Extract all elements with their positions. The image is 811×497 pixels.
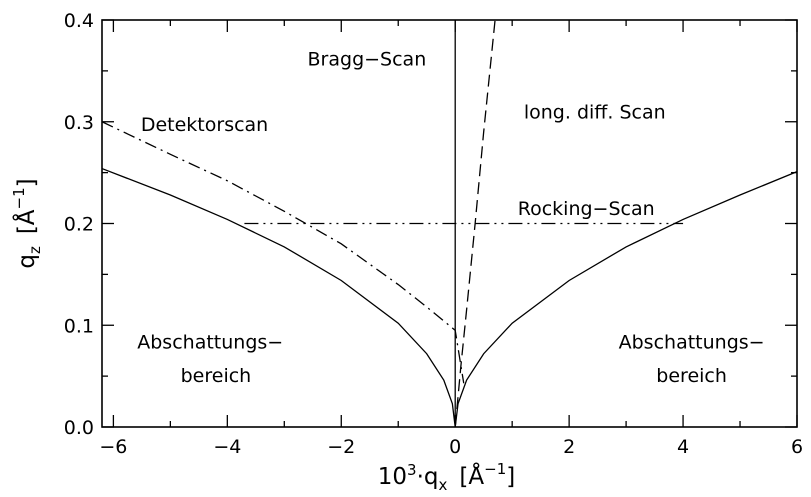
y-tick-label: 0.0 [64, 417, 94, 439]
x-tick-label: 4 [677, 436, 689, 458]
annotation-label: Abschattungs− [619, 332, 765, 354]
annotation-label: Abschattungs− [137, 332, 283, 354]
x-tick-label: 2 [563, 436, 575, 458]
y-tick-label: 0.2 [64, 214, 94, 236]
x-axis-title-var: ·q [417, 464, 439, 490]
y-axis-title-var: q [14, 254, 40, 269]
x-axis-title-power: 3 [407, 461, 417, 479]
curves-layer [101, 19, 798, 428]
x-axis-title: 103·qx [Å−1] [378, 460, 515, 494]
y-axis-title-unit-open: [Å [12, 209, 40, 234]
x-tick-label: −4 [213, 436, 241, 458]
y-axis-title-unit-power: −1 [10, 187, 28, 209]
x-tick-label: −6 [99, 436, 127, 458]
plot-frame [101, 19, 798, 428]
x-tick-label: 0 [449, 436, 461, 458]
annotation-label: Bragg−Scan [308, 49, 427, 71]
x-axis-title-unit-close: ] [506, 464, 515, 490]
annotation-label: Detektorscan [141, 114, 268, 136]
series-line-4-dash [454, 19, 496, 428]
y-tick-label: 0.3 [64, 112, 94, 134]
y-tick-label: 0.1 [64, 315, 94, 337]
x-tick-label: 6 [791, 436, 803, 458]
y-axis-title: qz [Å−1] [10, 178, 44, 268]
x-axis-title-base: 10 [378, 464, 407, 490]
annotation-label: Rocking−Scan [518, 198, 655, 220]
series-line-2-solid [454, 171, 798, 428]
series-line-1-solid [101, 167, 456, 428]
annotation-label: long. diff. Scan [524, 102, 666, 124]
x-axis-title-unit-open: [Å [459, 462, 484, 490]
series-line-5-dashdot [101, 121, 465, 384]
y-tick-label: 0.4 [64, 10, 94, 32]
x-axis-title-unit-power: −1 [484, 460, 506, 478]
x-tick-label: −2 [327, 436, 355, 458]
annotation-label: bereich [656, 365, 727, 387]
annotation-label: bereich [181, 365, 252, 387]
y-axis-title-unit-close: ] [14, 178, 40, 187]
y-axis-title-sub: z [26, 246, 44, 254]
x-axis-title-sub: x [439, 476, 448, 494]
tick-labels-layer: −6 −4 −2 0 2 4 6 0.0 0.1 0.2 0.3 0.4 [64, 10, 803, 458]
